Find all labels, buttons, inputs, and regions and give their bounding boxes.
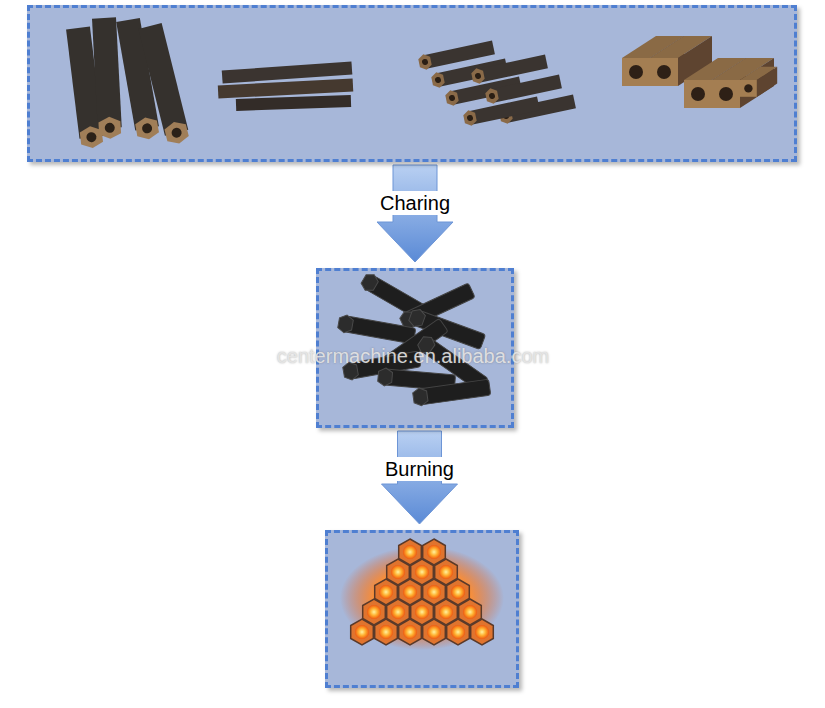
arrow-label: Burning [381, 457, 458, 481]
block-arrow [382, 431, 458, 524]
process-box [325, 530, 519, 688]
arrow-label: Charing [376, 191, 454, 215]
watermark: centermachine.en.alibaba.com [277, 344, 549, 368]
process-box [27, 5, 797, 162]
